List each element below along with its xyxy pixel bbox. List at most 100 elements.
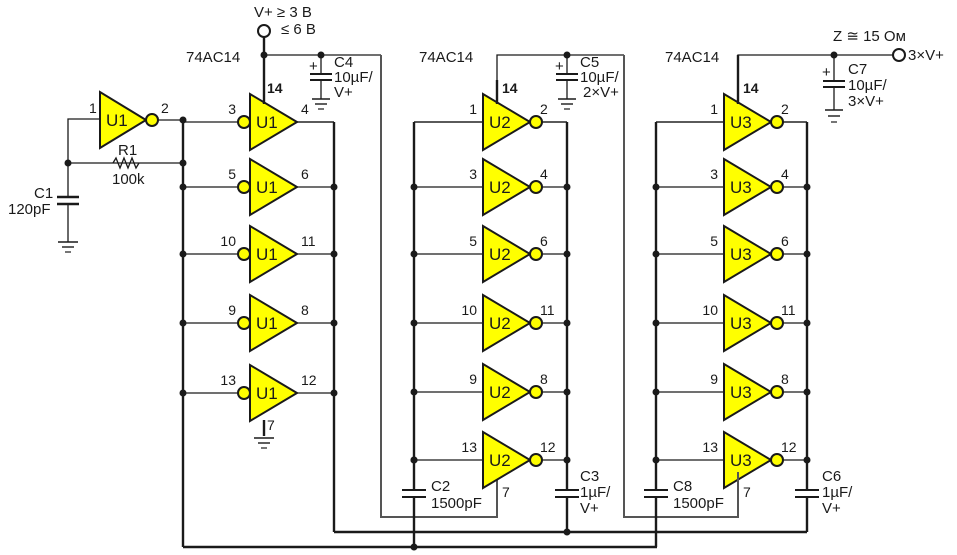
- pin-label: 8: [540, 371, 548, 387]
- r1-name: R1: [118, 142, 137, 159]
- c3-value: 1µF/: [580, 484, 611, 501]
- pin-label: 9: [228, 302, 236, 318]
- pin-label: 13: [702, 439, 718, 455]
- gate-unit-label: U1: [106, 111, 128, 130]
- gnd-pin-label: 7: [502, 484, 510, 500]
- gate-unit-label: U2: [489, 314, 511, 333]
- capacitor-c3: C3 1µF/ V+: [555, 468, 611, 517]
- vcc-pin-label: 14: [502, 80, 518, 96]
- pin-label: 5: [228, 166, 236, 182]
- capacitor-c6: C6 1µF/ V+: [795, 468, 853, 517]
- oscillator: C1 120pF R1 100k U1 1 2: [8, 90, 187, 253]
- inverter-gate-icon: [482, 362, 532, 422]
- pin-label: 3: [710, 166, 718, 182]
- inverter-gate-icon: [723, 430, 773, 490]
- inverter-gate-icon: [482, 430, 532, 490]
- gate-unit-label: U1: [256, 314, 278, 333]
- polarity-plus: +: [309, 58, 318, 75]
- gate-unit-label: U2: [489, 178, 511, 197]
- pin-label: 1: [89, 100, 97, 116]
- pin-label: 13: [461, 439, 477, 455]
- r1-value: 100k: [112, 171, 145, 188]
- pin-label: 1: [469, 101, 477, 117]
- pin-label: 9: [710, 371, 718, 387]
- gate-unit-label: U2: [489, 245, 511, 264]
- c3-rating: V+: [580, 500, 599, 517]
- c4-name: C4: [334, 54, 353, 71]
- pin-label: 12: [781, 439, 797, 455]
- c1-name: C1: [34, 185, 53, 202]
- c8-name: C8: [673, 478, 692, 495]
- c7-name: C7: [848, 61, 867, 78]
- capacitor-c8: C8 1500pF: [644, 478, 724, 512]
- capacitor-c2: C2 1500pF: [402, 478, 482, 512]
- output-terminal-icon: [892, 48, 906, 62]
- pin-label: 1: [710, 101, 718, 117]
- c8-value: 1500pF: [673, 495, 724, 512]
- pin-label: 10: [461, 302, 477, 318]
- junction-dot: [64, 159, 72, 167]
- pin-label: 4: [540, 166, 548, 182]
- gate: U2 10 11: [410, 293, 571, 353]
- gate-unit-label: U3: [730, 451, 752, 470]
- pin-label: 3: [469, 166, 477, 182]
- polarity-plus: +: [555, 58, 564, 75]
- capacitor-c5: + C5 10µF/ 2×V+: [555, 54, 619, 110]
- pin-label: 11: [301, 233, 316, 249]
- c3-name: C3: [580, 468, 599, 485]
- gate-unit-label: U1: [256, 178, 278, 197]
- vcc-pin-label: 14: [743, 80, 759, 96]
- pin-label: 11: [781, 302, 796, 318]
- resistor-r1-icon: [112, 156, 140, 170]
- gate-unit-label: U1: [256, 113, 278, 132]
- pin-label: 12: [301, 372, 317, 388]
- chip-label-u3: 74AC14: [665, 49, 719, 66]
- c5-name: C5: [580, 54, 599, 71]
- gate-unit-label: U3: [730, 178, 752, 197]
- pin-label: 4: [301, 101, 309, 117]
- c5-value: 10µF/: [580, 69, 619, 86]
- c6-value: 1µF/: [822, 484, 853, 501]
- gate-unit-label: U3: [730, 113, 752, 132]
- pin-label: 2: [781, 101, 789, 117]
- u1-ground: [254, 420, 274, 449]
- c1-value: 120pF: [8, 201, 51, 218]
- output-label: 3×V+: [908, 47, 944, 64]
- inverter-gate-icon: [482, 157, 532, 217]
- pin-label: 6: [540, 233, 548, 249]
- junction-dot: [260, 51, 268, 59]
- c5-rating: 2×V+: [583, 84, 619, 101]
- c4-rating: V+: [334, 84, 353, 101]
- c4-value: 10µF/: [334, 69, 373, 86]
- pin-label: 4: [781, 166, 789, 182]
- c2-value: 1500pF: [431, 495, 482, 512]
- pin-label: 11: [540, 302, 555, 318]
- c2-name: C2: [431, 478, 450, 495]
- pin-label: 9: [469, 371, 477, 387]
- polarity-plus: +: [822, 64, 831, 81]
- gate-unit-label: U2: [489, 383, 511, 402]
- c6-rating: V+: [822, 500, 841, 517]
- inverter-gate-icon: [482, 293, 532, 353]
- gate: U3 3 4: [652, 157, 811, 217]
- pin-label: 10: [220, 233, 236, 249]
- inverter-gate-icon: [723, 157, 773, 217]
- supply-input-terminal: V+ ≥ 3 B ≤ 6 B: [254, 4, 316, 100]
- pin-label: 3: [228, 101, 236, 117]
- c6-name: C6: [822, 468, 841, 485]
- inverter-gate-icon: [723, 362, 773, 422]
- gate: U3 13 12: [652, 430, 811, 490]
- chip-label-u2: 74AC14: [419, 49, 473, 66]
- c7-rating: 3×V+: [848, 93, 884, 110]
